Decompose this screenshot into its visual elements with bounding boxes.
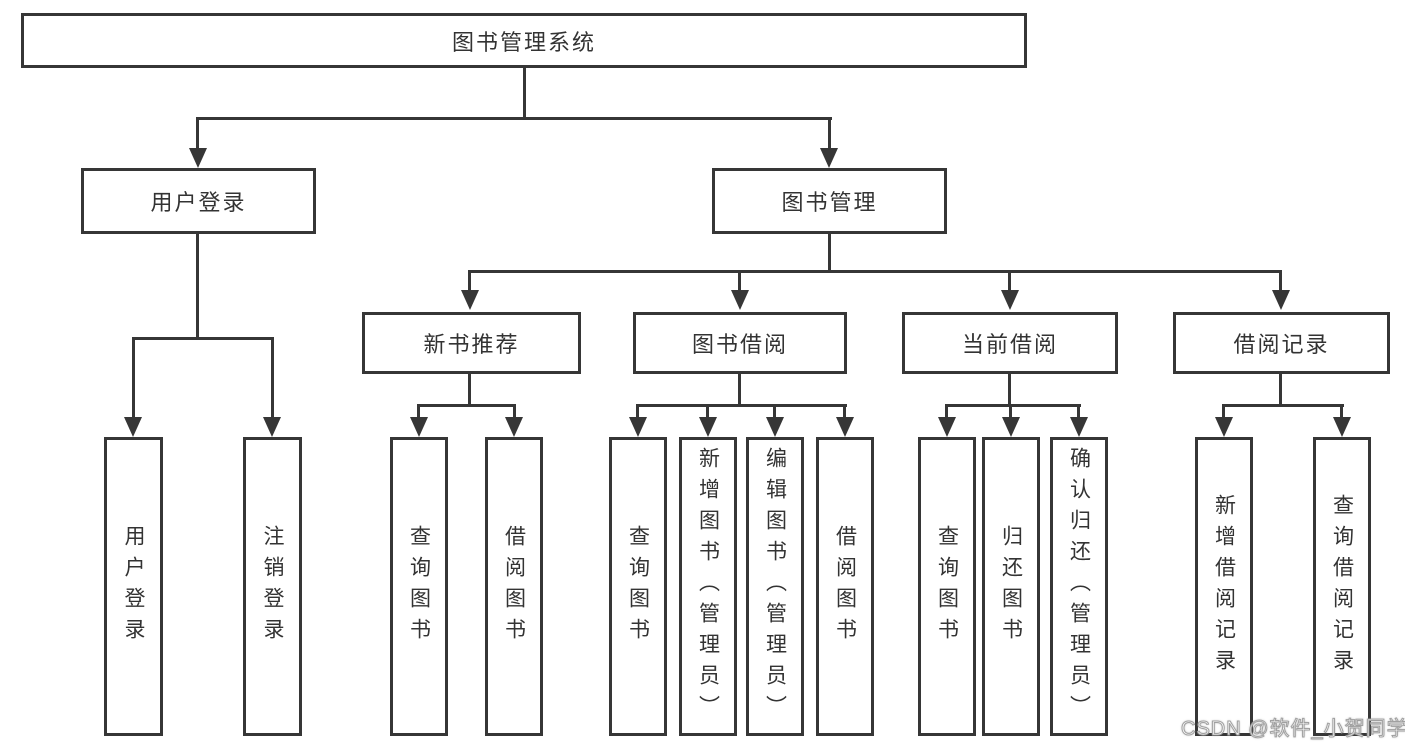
arrowhead-down-icon bbox=[699, 417, 717, 437]
arrowhead-down-icon bbox=[124, 417, 142, 437]
leaf-add-borrow-record: 新增借阅记录 bbox=[1195, 437, 1253, 736]
node-new-book-recommendation: 新书推荐 bbox=[362, 312, 581, 374]
node-current-borrowing: 当前借阅 bbox=[902, 312, 1118, 374]
connector-line bbox=[132, 337, 274, 340]
connector-line bbox=[1008, 270, 1011, 293]
arrowhead-down-icon bbox=[1333, 417, 1351, 437]
node-book-management: 图书管理 bbox=[712, 168, 947, 234]
leaf-borrow-books-1: 借阅图书 bbox=[485, 437, 543, 736]
connector-line bbox=[773, 404, 776, 420]
arrowhead-down-icon bbox=[1002, 417, 1020, 437]
leaf-edit-books-admin: 编辑图书（管理员） bbox=[746, 437, 804, 736]
connector-line bbox=[1222, 404, 1225, 420]
connector-line bbox=[738, 374, 741, 406]
connector-line bbox=[636, 404, 639, 420]
connector-line bbox=[523, 68, 526, 120]
arrowhead-down-icon bbox=[766, 417, 784, 437]
arrowhead-down-icon bbox=[1070, 417, 1088, 437]
arrowhead-down-icon bbox=[1001, 290, 1019, 310]
connector-line bbox=[513, 404, 516, 420]
arrowhead-down-icon bbox=[820, 148, 838, 168]
arrowhead-down-icon bbox=[629, 417, 647, 437]
connector-line bbox=[1077, 404, 1080, 420]
leaf-query-borrow-record: 查询借阅记录 bbox=[1313, 437, 1371, 736]
connector-line bbox=[417, 404, 420, 420]
connector-line bbox=[945, 404, 948, 420]
connector-line bbox=[468, 374, 471, 406]
csdn-watermark: CSDN @软件_小贺同学 bbox=[1181, 718, 1405, 741]
arrowhead-down-icon bbox=[461, 290, 479, 310]
arrowhead-down-icon bbox=[836, 417, 854, 437]
node-book-borrowing: 图书借阅 bbox=[633, 312, 847, 374]
connector-line bbox=[196, 117, 199, 150]
arrowhead-down-icon bbox=[731, 290, 749, 310]
connector-line bbox=[1340, 404, 1343, 420]
node-borrowing-records: 借阅记录 bbox=[1173, 312, 1390, 374]
leaf-logout: 注销登录 bbox=[243, 437, 302, 736]
connector-line bbox=[828, 117, 831, 150]
connector-line bbox=[417, 404, 516, 407]
leaf-query-books-1: 查询图书 bbox=[390, 437, 448, 736]
connector-line bbox=[1008, 374, 1011, 406]
node-user-login: 用户登录 bbox=[81, 168, 316, 234]
connector-line bbox=[1222, 404, 1344, 407]
arrowhead-down-icon bbox=[263, 417, 281, 437]
connector-line bbox=[843, 404, 846, 420]
connector-line bbox=[196, 234, 199, 338]
arrowhead-down-icon bbox=[410, 417, 428, 437]
connector-line bbox=[132, 337, 135, 418]
connector-line bbox=[945, 404, 1081, 407]
leaf-return-books: 归还图书 bbox=[982, 437, 1040, 736]
connector-line bbox=[738, 270, 741, 293]
connector-line bbox=[706, 404, 709, 420]
connector-line bbox=[636, 404, 847, 407]
leaf-query-books-3: 查询图书 bbox=[918, 437, 976, 736]
leaf-user-login: 用户登录 bbox=[104, 437, 163, 736]
connector-line bbox=[468, 270, 471, 293]
connector-line bbox=[1279, 374, 1282, 406]
connector-line bbox=[271, 337, 274, 418]
leaf-add-books-admin: 新增图书（管理员） bbox=[679, 437, 737, 736]
node-root: 图书管理系统 bbox=[21, 13, 1027, 68]
leaf-confirm-return-admin: 确认归还（管理员） bbox=[1050, 437, 1108, 736]
arrowhead-down-icon bbox=[1215, 417, 1233, 437]
arrowhead-down-icon bbox=[505, 417, 523, 437]
connector-line bbox=[1279, 270, 1282, 293]
arrowhead-down-icon bbox=[1272, 290, 1290, 310]
connector-line bbox=[1009, 404, 1012, 420]
connector-line bbox=[468, 270, 1282, 273]
arrowhead-down-icon bbox=[938, 417, 956, 437]
leaf-borrow-books-2: 借阅图书 bbox=[816, 437, 874, 736]
connector-line bbox=[196, 117, 832, 120]
connector-line bbox=[828, 234, 831, 273]
arrowhead-down-icon bbox=[189, 148, 207, 168]
leaf-query-books-2: 查询图书 bbox=[609, 437, 667, 736]
